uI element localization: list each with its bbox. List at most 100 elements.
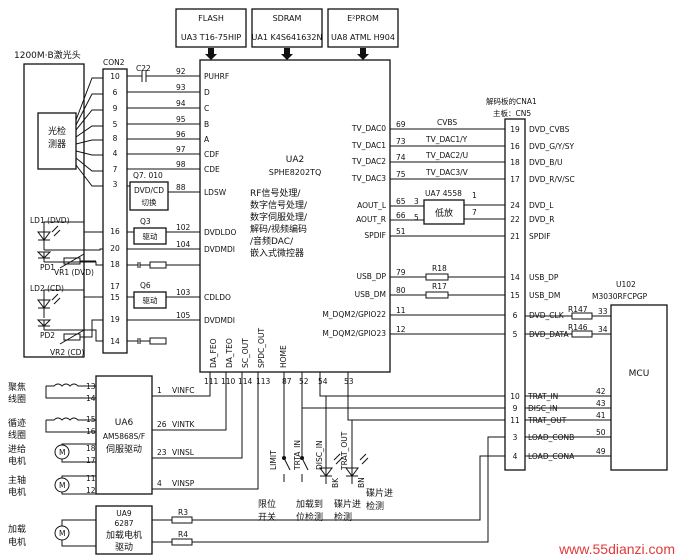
u102-ref: U102 bbox=[616, 280, 636, 289]
flash-part: UA3 T16-75HIP bbox=[181, 33, 241, 42]
sdram-chip: SDRAM UA1 K4S641632N bbox=[251, 8, 323, 48]
coil-pin: 17 bbox=[86, 456, 96, 465]
cn-pin: 11 bbox=[510, 416, 520, 425]
ua2-right-pins: TV_DAC0 69 TV_DAC1 73 TV_DAC2 74 TV_DAC3… bbox=[322, 120, 405, 338]
ua2-pin-label: CDE bbox=[204, 165, 220, 174]
sled-motor-icon: M bbox=[54, 443, 96, 463]
coil-pin: 18 bbox=[86, 444, 96, 453]
ua2-desc-line: 数字信号处理/ bbox=[250, 199, 308, 211]
ua6-ref: UA6 bbox=[115, 418, 134, 428]
ua2-pin-num: 105 bbox=[176, 311, 191, 320]
ua6-desc: 伺服驱动 bbox=[106, 443, 142, 455]
ua6-box bbox=[95, 375, 153, 495]
ua2-pin-num: 88 bbox=[176, 183, 186, 192]
ua2-desc-line: 嵌入式微控器 bbox=[250, 247, 304, 259]
sensor-label: BN bbox=[357, 477, 366, 488]
svg-text:M: M bbox=[59, 481, 65, 490]
photodetector-label-2: 测器 bbox=[48, 139, 66, 150]
ua2-pin-num: 98 bbox=[176, 160, 186, 169]
r4-label: R4 bbox=[178, 530, 188, 539]
ua2-pin-label: DVDMDI bbox=[204, 245, 235, 254]
q7-box bbox=[129, 181, 169, 211]
load-motor-icon: M bbox=[54, 519, 96, 547]
ua2-desc: RF信号处理/ 数字信号处理/ 数字伺服处理/ 解码/视频编码 /音频DAC/ … bbox=[250, 187, 308, 259]
coil-label: 电机 bbox=[8, 455, 26, 467]
laser-head-label: 1200M·B激光头 bbox=[14, 49, 81, 61]
mcu-pin: 42 bbox=[596, 387, 606, 396]
ua2-pin-label: DVDLDO bbox=[204, 228, 237, 237]
caption: 碟片进 bbox=[366, 487, 393, 499]
mcu-pin: 50 bbox=[596, 428, 606, 437]
cn-pin: 14 bbox=[510, 273, 520, 282]
r17-label: R17 bbox=[432, 282, 447, 291]
laser-head-box bbox=[23, 63, 85, 358]
mcu-wires bbox=[525, 312, 611, 338]
cn-pin: 10 bbox=[510, 392, 520, 401]
ua2-pin-num: 87 bbox=[282, 377, 292, 386]
ld1-label: LD1 (DVD) bbox=[30, 216, 70, 225]
ua2-pin-num: 80 bbox=[396, 286, 406, 295]
caption: 加载到 bbox=[296, 498, 323, 510]
ua2-ref: UA2 bbox=[286, 155, 304, 165]
ua2-pin-num: 79 bbox=[396, 268, 406, 277]
trta-switch-icon bbox=[300, 456, 309, 482]
cn-to-mcu-wires bbox=[525, 395, 611, 457]
tv-signal-label: TV_DAC3/V bbox=[425, 168, 469, 177]
mcu-pin: 49 bbox=[596, 447, 606, 456]
cn-pin: 24 bbox=[510, 201, 520, 210]
cn-pin: 3 bbox=[513, 433, 518, 442]
con2-pin: 9 bbox=[113, 104, 118, 113]
vr2-label: VR2 (CD) bbox=[50, 348, 84, 357]
eeprom-part: UA8 ATML H904 bbox=[331, 33, 395, 42]
cn-pin: 21 bbox=[510, 232, 520, 241]
cvbs-label: CVBS bbox=[437, 118, 457, 127]
con2-to-ua2-wires bbox=[127, 91, 200, 187]
mcu-pin: 34 bbox=[598, 325, 608, 334]
pd2-label: PD2 bbox=[40, 331, 55, 340]
ua2-left-pins: 92 PUHRF 93 D 94 C 95 B 96 A 97 CDF 98 C… bbox=[176, 67, 237, 325]
c22-label: C22 bbox=[136, 64, 151, 73]
switch-label: TRTA_IN bbox=[293, 440, 302, 471]
ua2-pin-label: B bbox=[204, 120, 209, 129]
caption: 位检测 bbox=[296, 511, 323, 523]
cn-pin: 4 bbox=[513, 452, 518, 461]
ua2-pin-label: DA_TEO bbox=[225, 338, 234, 368]
ua2-pin-num: 93 bbox=[176, 83, 186, 92]
con2-pin: 6 bbox=[113, 88, 118, 97]
caption: 碟片进 bbox=[334, 498, 361, 510]
ua2-pin-label: USB_DM bbox=[355, 290, 386, 299]
ua2-pin-label: HOME bbox=[279, 345, 288, 368]
cn-pin: 9 bbox=[513, 404, 518, 413]
coil-label: 电机 bbox=[8, 486, 26, 498]
con2-pin: 17 bbox=[110, 282, 120, 291]
focus-coil-icon bbox=[45, 383, 96, 399]
tv-signal-label: TV_DAC1/Y bbox=[425, 135, 468, 144]
ua2-pin-label: CDLDO bbox=[204, 293, 231, 302]
limit-switch-icon bbox=[282, 456, 291, 482]
cn-pin: 5 bbox=[513, 330, 518, 339]
ua7-pin: 1 bbox=[472, 191, 477, 200]
load-motor-label-2: 电机 bbox=[8, 536, 26, 548]
con2-pin: 18 bbox=[110, 260, 120, 269]
ua7-pin: 5 bbox=[414, 213, 419, 222]
ua6-inputs: 1 VINFC 26 VINTK 23 VINSL 4 VINSP bbox=[157, 386, 196, 488]
mcu-pin: 43 bbox=[596, 399, 606, 408]
ua6-pin: 4 bbox=[157, 479, 162, 488]
ua2-pin-num: 74 bbox=[396, 153, 406, 162]
ua9-wires bbox=[152, 436, 505, 546]
ua6-part: AM5868S/F bbox=[103, 432, 145, 441]
ld2-label: LD2 (CD) bbox=[30, 284, 64, 293]
sensor-wires bbox=[283, 372, 505, 460]
ua2-pin-num: 111 bbox=[204, 377, 219, 386]
q6-text: 驱动 bbox=[143, 295, 158, 305]
cn-label: DVD_B/U bbox=[529, 158, 562, 167]
ua2-pin-label: C bbox=[204, 104, 209, 113]
con2-pin: 7 bbox=[113, 165, 118, 174]
ua7-pin: 3 bbox=[414, 197, 419, 206]
ua2-pin-label: LDSW bbox=[204, 188, 227, 197]
coil-label: 聚焦 bbox=[8, 381, 26, 393]
ua7-ref: UA7 4558 bbox=[425, 189, 462, 198]
caption: 检测 bbox=[334, 511, 352, 523]
caption: 检测 bbox=[366, 500, 384, 512]
